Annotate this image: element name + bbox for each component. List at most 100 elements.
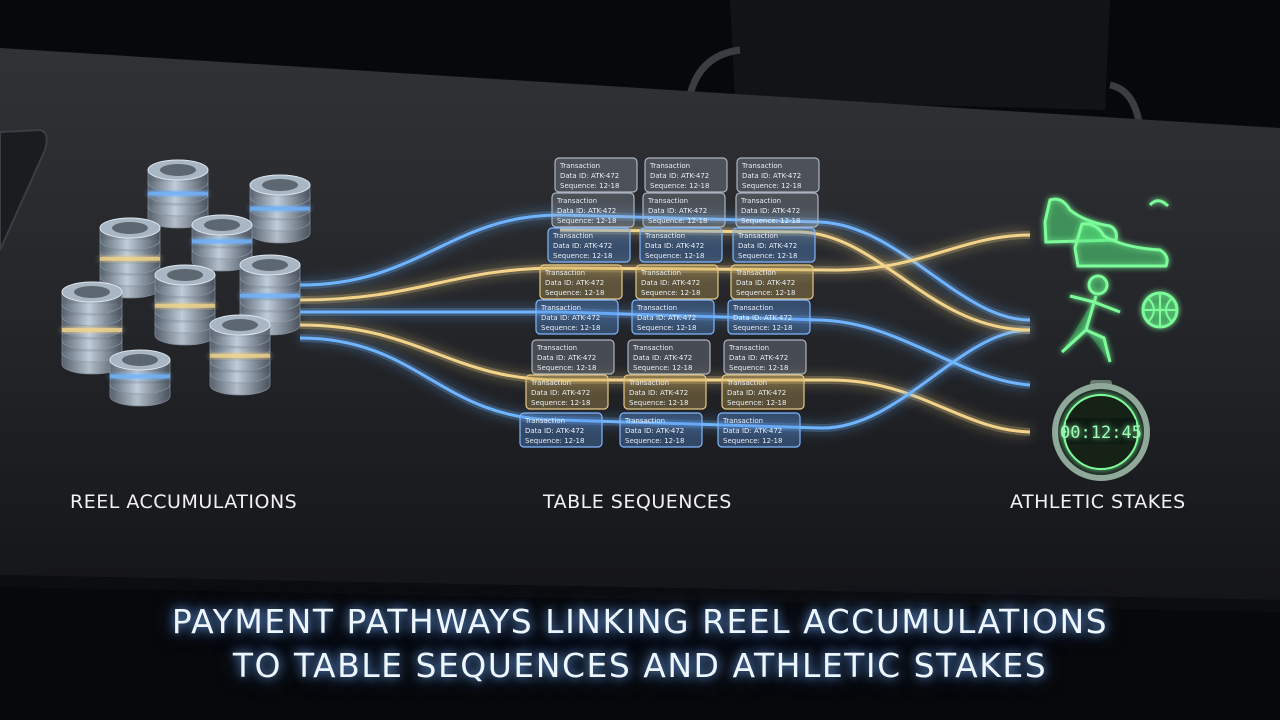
card-text-line: Data ID: ATK-472 [741, 207, 800, 215]
coin-stack-icon [109, 349, 171, 407]
pathway-line [299, 323, 1031, 434]
card-text-line: Sequence: 12-18 [545, 289, 604, 297]
card-text-line: Sequence: 12-18 [727, 399, 786, 407]
coin-stack-icon [209, 314, 271, 396]
card-text-line: Sequence: 12-18 [537, 364, 596, 372]
page-title: PAYMENT PATHWAYS LINKING REEL ACCUMULATI… [0, 600, 1280, 688]
card-text-line: Transaction [728, 344, 769, 352]
card-text-line: Transaction [649, 162, 690, 170]
card-text-line: Sequence: 12-18 [650, 182, 709, 190]
card-text-line: Sequence: 12-18 [541, 324, 600, 332]
card-text-line: Data ID: ATK-472 [537, 354, 596, 362]
card-text-line: Data ID: ATK-472 [545, 279, 604, 287]
stopwatch-icon: 00:12:45 [1052, 380, 1150, 481]
card-text-line: Sequence: 12-18 [645, 252, 704, 260]
card-text-line: Sequence: 12-18 [729, 364, 788, 372]
title-line-1: PAYMENT PATHWAYS LINKING REEL ACCUMULATI… [171, 602, 1109, 641]
card-text-line: Sequence: 12-18 [557, 217, 616, 225]
card-text-line: Transaction [628, 379, 669, 387]
card-text-line: Transaction [737, 232, 778, 240]
card-text-line: Sequence: 12-18 [531, 399, 590, 407]
coin-stacks [61, 159, 311, 407]
card-text-line: Data ID: ATK-472 [531, 389, 590, 397]
card-text-line: Transaction [536, 344, 577, 352]
athletic-stakes-label: ATHLETIC STAKES [1010, 491, 1186, 513]
card-text-line: Transaction [741, 162, 782, 170]
card-text-line: Data ID: ATK-472 [525, 427, 584, 435]
card-text-line: Transaction [647, 197, 688, 205]
card-text-line: Data ID: ATK-472 [729, 354, 788, 362]
card-text-line: Transaction [740, 197, 781, 205]
card-text-line: Sequence: 12-18 [553, 252, 612, 260]
laptop-corner [0, 128, 48, 251]
basketball-player-icon [1060, 274, 1179, 363]
card-text-line: Data ID: ATK-472 [742, 172, 801, 180]
card-text-line: Transaction [530, 379, 571, 387]
card-text-line: Transaction [552, 232, 593, 240]
card-text-line: Transaction [524, 417, 565, 425]
pathway-line [299, 328, 1031, 430]
card-text-line: Data ID: ATK-472 [650, 172, 709, 180]
card-text-line: Transaction [544, 269, 585, 277]
card-text-line: Data ID: ATK-472 [645, 242, 704, 250]
card-text-line: Sequence: 12-18 [738, 252, 797, 260]
card-text-line: Transaction [556, 197, 597, 205]
title-line-2: TO TABLE SEQUENCES AND ATHLETIC STAKES [232, 646, 1048, 685]
card-text-line: Sequence: 12-18 [742, 182, 801, 190]
coin-stack-icon [61, 281, 123, 375]
card-text-line: Data ID: ATK-472 [541, 314, 600, 322]
reel-accumulations-label: REEL ACCUMULATIONS [70, 491, 298, 513]
card-text-line: Transaction [559, 162, 600, 170]
card-text-line: Sequence: 12-18 [648, 217, 707, 225]
office-chair [686, 0, 1144, 129]
stopwatch-readout: 00:12:45 [1060, 423, 1142, 443]
pathway-line [299, 213, 1031, 322]
card-text-line: Data ID: ATK-472 [648, 207, 707, 215]
payment-pathways [299, 210, 1031, 436]
table-sequences-label: TABLE SEQUENCES [543, 491, 732, 513]
card-text-line: Transaction [732, 304, 773, 312]
card-text-line: Sequence: 12-18 [560, 182, 619, 190]
coin-stack-icon [154, 264, 216, 346]
pathway-line [299, 233, 1031, 302]
card-text-line: Transaction [722, 417, 763, 425]
card-text-line: Data ID: ATK-472 [727, 389, 786, 397]
card-text-line: Sequence: 12-18 [625, 437, 684, 445]
desk-surface [0, 48, 1280, 600]
card-text-line: Data ID: ATK-472 [625, 427, 684, 435]
sneaker-icon [1043, 197, 1170, 268]
card-text-line: Data ID: ATK-472 [637, 314, 696, 322]
card-text-line: Transaction [640, 269, 681, 277]
card-text-line: Sequence: 12-18 [629, 399, 688, 407]
card-text-line: Transaction [726, 379, 767, 387]
card-text-line: Transaction [735, 269, 776, 277]
card-text-line: Data ID: ATK-472 [723, 427, 782, 435]
coin-stack-icon [249, 174, 311, 244]
card-text-line: Data ID: ATK-472 [560, 172, 619, 180]
desk-edge [0, 575, 1280, 612]
card-text-line: Data ID: ATK-472 [553, 242, 612, 250]
card-text-line: Transaction [632, 344, 673, 352]
card-text-line: Transaction [644, 232, 685, 240]
card-text-line: Sequence: 12-18 [525, 437, 584, 445]
card-text-line: Data ID: ATK-472 [641, 279, 700, 287]
